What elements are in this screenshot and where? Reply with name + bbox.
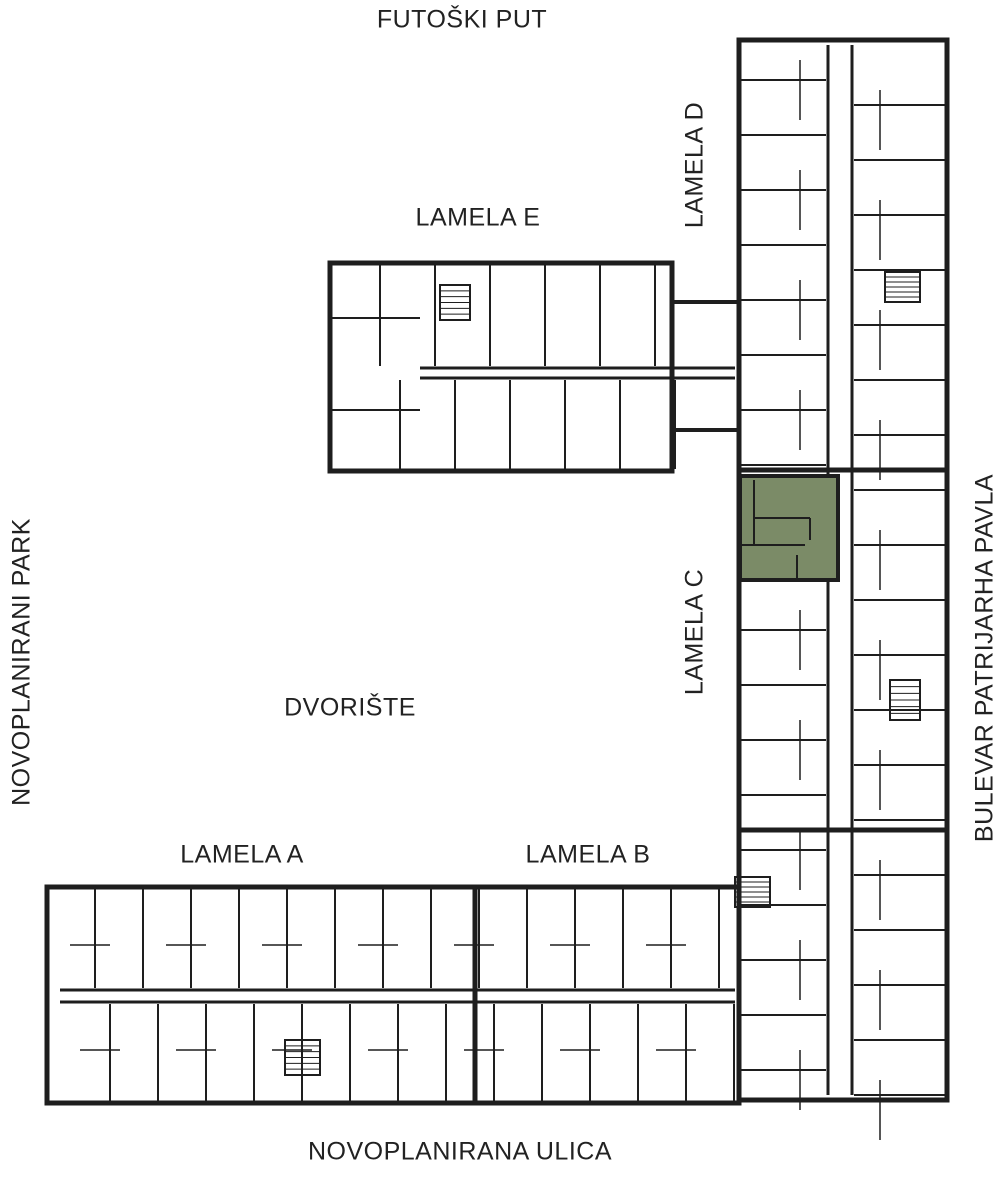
lamela-d-label: LAMELA D — [680, 101, 709, 229]
building-walls — [44, 37, 950, 1140]
street-label-north: FUTOŠKI PUT — [376, 5, 548, 34]
highlighted-apartment[interactable] — [738, 474, 840, 582]
lamela-b-label: LAMELA B — [525, 840, 651, 869]
lamela-a-label: LAMELA A — [180, 840, 304, 869]
stairwells — [284, 271, 921, 1076]
courtyard-label: DVORIŠTE — [284, 693, 416, 722]
wall-outline — [736, 827, 950, 1103]
wall-outline — [472, 884, 742, 1106]
lamela-e-label: LAMELA E — [415, 203, 541, 232]
street-label-west: NOVOPLANIRANI PARK — [7, 518, 36, 806]
street-label-south: NOVOPLANIRANA ULICA — [307, 1137, 613, 1166]
wall-outline — [44, 884, 478, 1106]
wall-outline — [670, 300, 741, 432]
lamela-c-label: LAMELA C — [680, 568, 709, 696]
highlighted-apartment-walls — [740, 480, 811, 580]
street-label-east: BULEVAR PATRIJARHA PAVLA — [970, 473, 998, 843]
